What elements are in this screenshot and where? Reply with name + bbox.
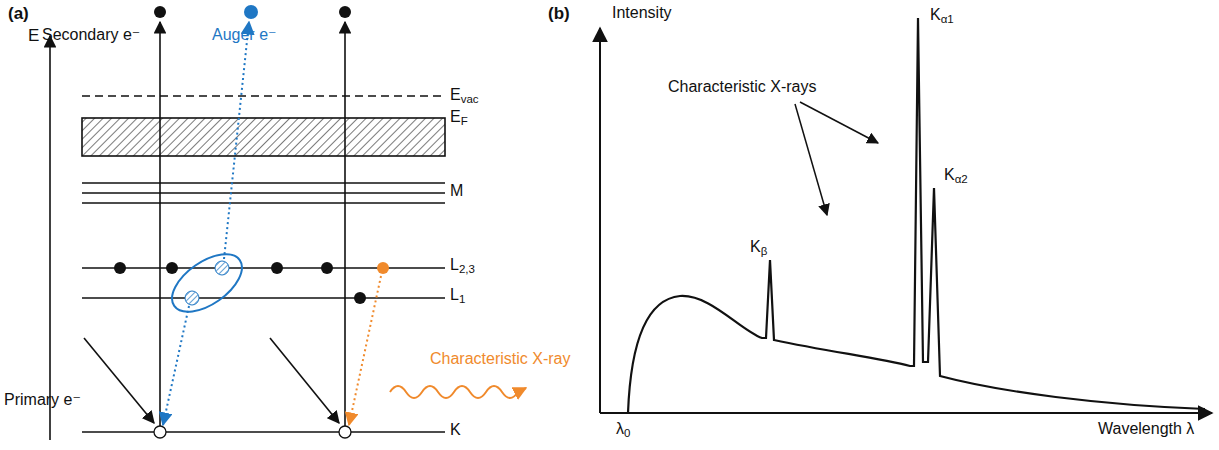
peak-label: Kα1: [930, 6, 954, 24]
electron-label: Auger e⁻: [212, 26, 276, 44]
axis-label: E: [28, 26, 39, 46]
level-label: M: [450, 182, 463, 200]
peak-label: Kα2: [944, 166, 968, 184]
peak-label: Kβ: [750, 238, 767, 256]
auger-process: [162, 22, 252, 425]
level-label: K: [450, 421, 461, 439]
electron-label: Secondary e⁻: [42, 26, 140, 44]
peak-group-label: Characteristic X-rays: [668, 78, 816, 96]
process-label: Characteristic X-ray: [430, 350, 570, 368]
axis-label: Intensity: [612, 4, 672, 22]
spectrum-chart: [600, 18, 1212, 413]
electrons: [114, 5, 389, 305]
level-label: Evac: [450, 86, 479, 104]
level-label: EF: [450, 108, 468, 126]
panel-letter: (a): [8, 4, 29, 24]
level-label: L1: [450, 286, 465, 304]
energy-diagram: [50, 22, 445, 440]
axis-label: Wavelength λ: [1098, 420, 1194, 438]
level-label: L2,3: [450, 256, 475, 274]
panel-letter: (b): [548, 4, 570, 24]
axis-label: λ0: [616, 420, 630, 438]
electron-label: Primary e⁻: [4, 391, 81, 409]
